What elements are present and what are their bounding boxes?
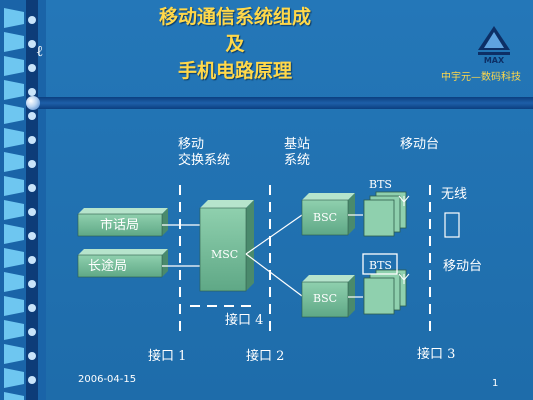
toll-office-label: 长途局 <box>88 258 127 274</box>
ribbon-ring <box>28 16 36 24</box>
bsc-box-bottom: BSC <box>301 275 355 318</box>
ribbon-tab <box>4 128 24 148</box>
bts-bottom-label: BTS <box>369 259 392 272</box>
bts-stack-bottom: BTS <box>362 253 410 315</box>
mobile-station-header: 移动台 <box>400 137 440 152</box>
msc-system-header-line2: 交换系统 <box>178 153 231 168</box>
bs-system-header-line1: 基站 <box>284 137 311 152</box>
interface-2-label: 接口 2 <box>246 349 285 364</box>
ribbon-tab <box>4 392 24 400</box>
ribbon-ring <box>28 64 36 72</box>
company-name: 中宇元—数码科技 <box>441 72 521 83</box>
slide-title: 移动通信系统组成 及 手机电路原理 <box>120 4 350 85</box>
header-divider-bar <box>38 97 533 109</box>
local-office-label: 市话局 <box>100 217 139 233</box>
ribbon-tab <box>4 176 24 196</box>
ribbon-tab <box>4 368 24 388</box>
link-msc-bsc-bottom <box>245 253 303 297</box>
ribbon-ring <box>28 256 36 264</box>
local-office-box: 市话局 <box>77 208 168 237</box>
toll-office-box: 长途局 <box>77 249 168 278</box>
msc-box: MSC <box>199 200 254 292</box>
bts-highlight-box <box>362 253 398 275</box>
ribbon-tab <box>4 104 24 124</box>
ribbon-tab <box>4 320 24 340</box>
mobile-label: 移动台 <box>443 259 483 274</box>
ribbon-ring <box>28 136 36 144</box>
ribbon-tab <box>4 56 24 76</box>
divider-ball <box>26 96 40 110</box>
interface-3-label: 接口 3 <box>417 347 456 362</box>
interface-1-label: 接口 1 <box>148 349 187 364</box>
bsc-bottom-label: BSC <box>313 292 337 305</box>
ribbon-ring <box>28 184 36 192</box>
msc-system-header-line1: 移动 <box>178 137 205 152</box>
msc-system-header: 移动 交换系统 <box>178 137 230 169</box>
binding-ribbon <box>0 0 46 400</box>
msc-label: MSC <box>211 248 238 261</box>
ribbon-ring <box>28 160 36 168</box>
bts-stack-top: BTS <box>363 178 410 237</box>
ribbon-tab <box>4 32 24 52</box>
loop-symbol: ℓ <box>36 42 44 60</box>
bts-top-label: BTS <box>369 178 392 191</box>
ribbon-ring <box>28 280 36 288</box>
ribbon-ring <box>28 40 36 48</box>
ribbon-ring <box>28 208 36 216</box>
ribbon-tab <box>4 80 24 100</box>
slide-date: 2006-04-15 <box>78 374 137 385</box>
interface-4-label: 接口 4 <box>225 313 264 328</box>
bsc-top-label: BSC <box>313 211 337 224</box>
ribbon-ring <box>28 112 36 120</box>
ribbon-tab <box>4 200 24 220</box>
ribbon-ring <box>28 328 36 336</box>
bs-system-header-line2: 系统 <box>284 153 311 168</box>
ribbon-tab <box>4 272 24 292</box>
ribbon-ring <box>28 232 36 240</box>
ribbon-tab <box>4 8 24 28</box>
ribbon-tab <box>4 152 24 172</box>
bs-system-header: 基站 系统 <box>284 137 310 169</box>
ribbon-ring <box>28 352 36 360</box>
page-number: 1 <box>492 378 499 389</box>
bsc-box-top: BSC <box>301 193 355 236</box>
ribbon-ring <box>28 88 36 96</box>
title-line-1: 移动通信系统组成 <box>158 6 311 28</box>
logo-mark: MAX <box>484 56 505 64</box>
link-msc-bsc-top <box>245 214 303 255</box>
title-line-3: 手机电路原理 <box>177 60 292 82</box>
ribbon-tab <box>4 296 24 316</box>
ribbon-ring <box>28 304 36 312</box>
ribbon-ring <box>28 376 36 384</box>
ribbon-tab <box>4 224 24 244</box>
mobile-phone-icon <box>444 212 460 238</box>
ribbon-tab <box>4 248 24 268</box>
max-logo-icon: MAX <box>478 26 510 64</box>
ribbon-tab <box>4 344 24 364</box>
title-line-2: 及 <box>225 33 245 55</box>
wireless-label: 无线 <box>441 187 468 202</box>
